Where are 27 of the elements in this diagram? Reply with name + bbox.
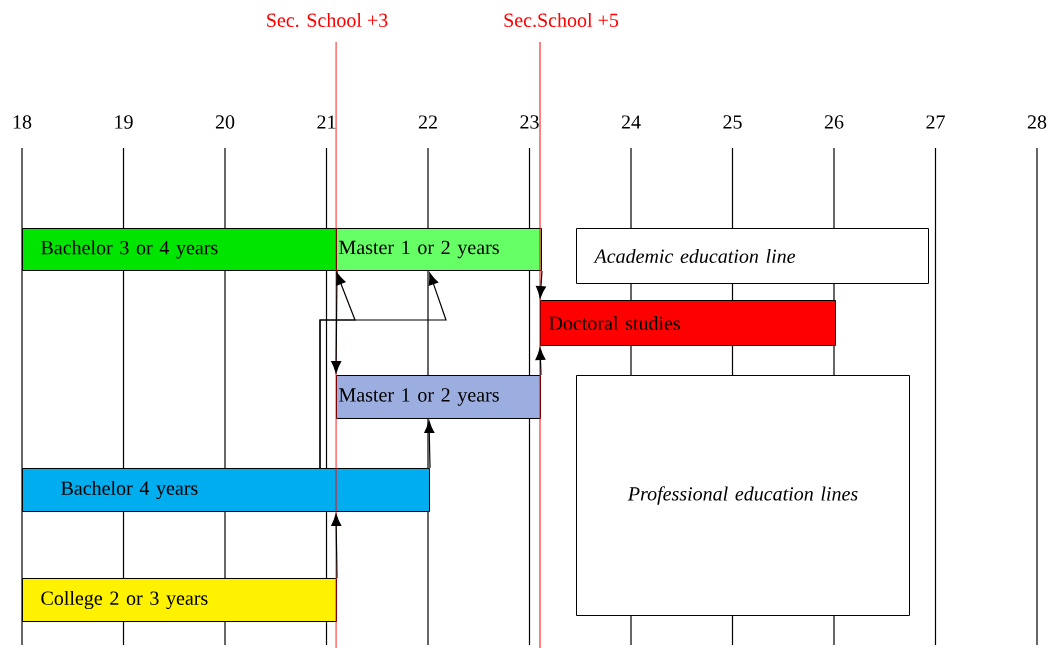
text-box: Professional education lines xyxy=(576,375,910,616)
age-label: 28 xyxy=(1027,115,1047,129)
arrow xyxy=(331,513,342,579)
arrow xyxy=(319,272,447,469)
text-box: Academic education line xyxy=(576,228,929,284)
arrow xyxy=(535,270,546,299)
arrow xyxy=(535,347,546,376)
marker-caption: Sec. School +3 xyxy=(267,12,388,28)
age-label: 20 xyxy=(215,115,235,129)
bar: Bachelor 4 years xyxy=(22,468,430,512)
marker-caption: Sec.School +5 xyxy=(504,12,619,28)
bar: Master 1 or 2 years xyxy=(336,375,541,419)
age-label: 27 xyxy=(926,115,945,129)
arrow xyxy=(424,420,435,469)
bar: College 2 or 3 years xyxy=(22,578,337,622)
bar: Doctoral studies xyxy=(540,300,836,346)
age-label: 19 xyxy=(115,115,133,129)
bar: Bachelor 3 or 4 years xyxy=(22,228,337,271)
arrow xyxy=(331,270,342,374)
age-label: 26 xyxy=(824,115,844,129)
age-label: 22 xyxy=(418,115,437,129)
age-label: 18 xyxy=(13,115,32,129)
age-label: 25 xyxy=(723,115,742,129)
age-label: 21 xyxy=(317,115,336,129)
age-label: 23 xyxy=(520,115,539,129)
bar: Master 1 or 2 years xyxy=(336,228,542,271)
age-label: 24 xyxy=(621,115,641,129)
